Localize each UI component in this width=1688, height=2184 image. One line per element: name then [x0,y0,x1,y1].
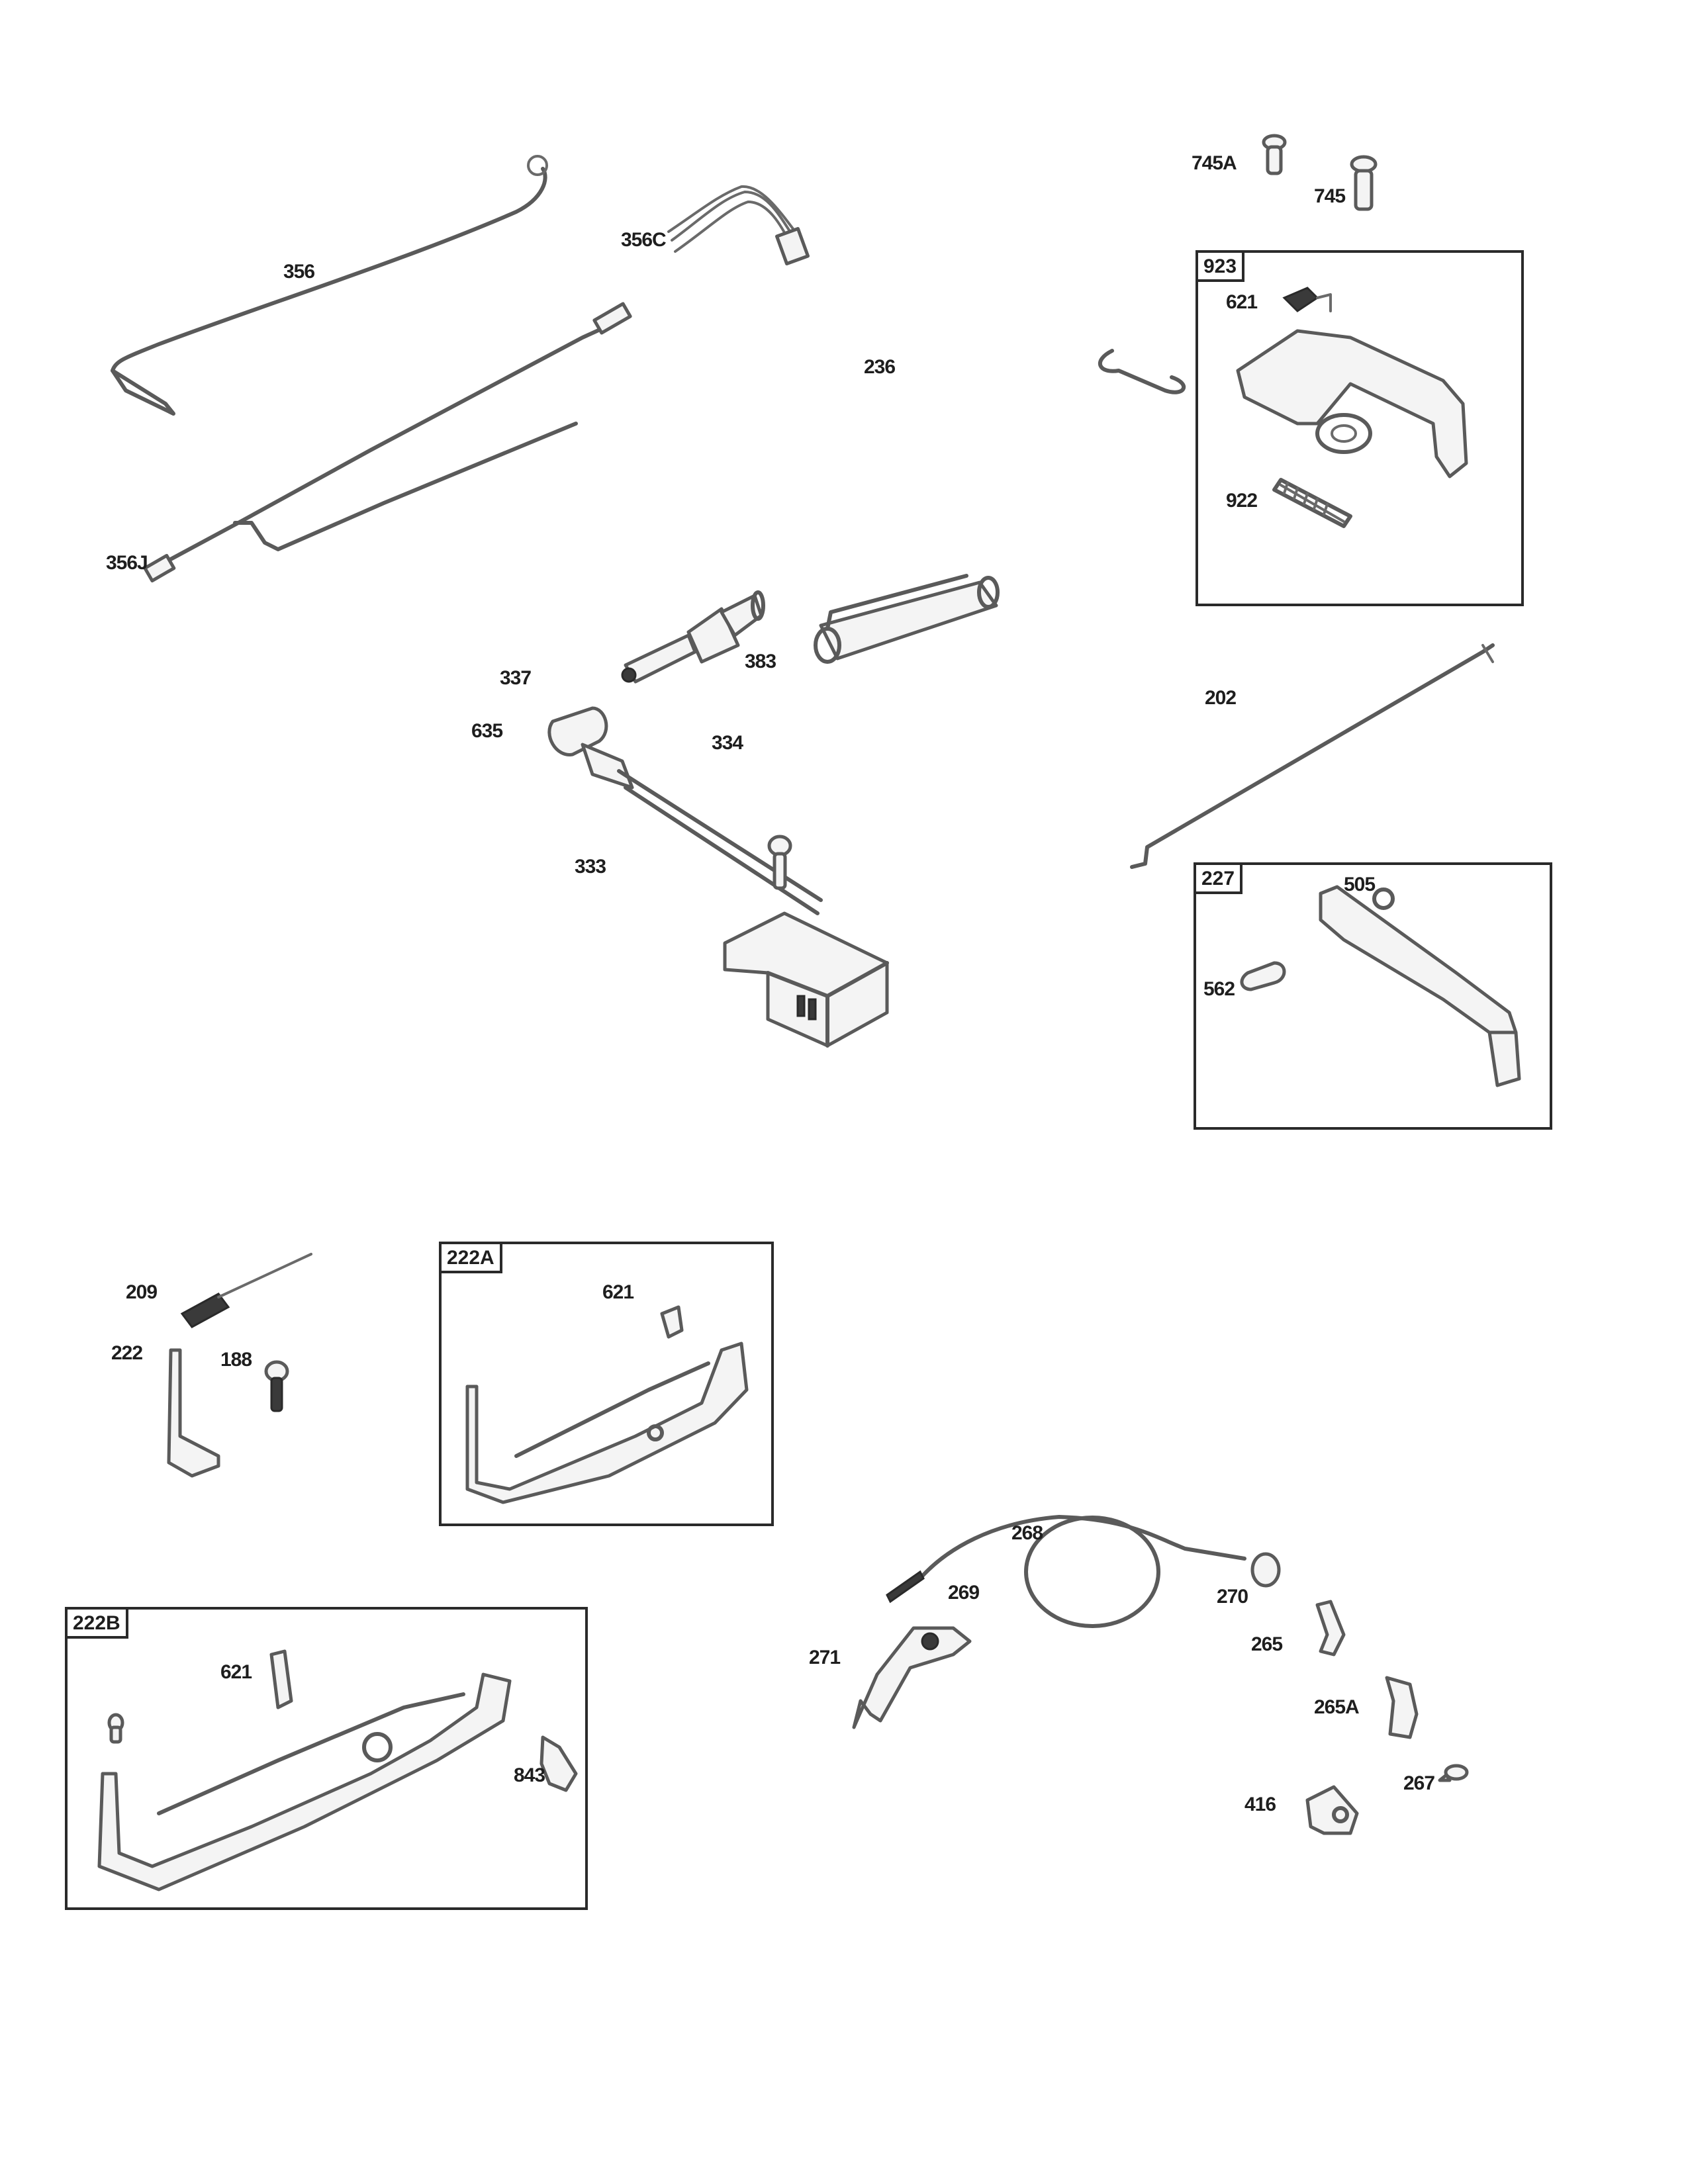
part-label-416: 416 [1244,1794,1276,1815]
group-box-222A: 222A [439,1242,774,1526]
group-label-222A: 222A [442,1244,502,1273]
part-label-222: 222 [111,1342,143,1364]
part-label-635: 635 [471,720,503,742]
part-265A-clip-drawing [1385,1676,1419,1739]
part-label-269: 269 [948,1582,980,1604]
part-222-bracket-drawing [167,1348,220,1478]
part-227-lever-drawing [1240,885,1521,1087]
part-271-lever-drawing [852,1626,972,1729]
part-label-265A: 265A [1314,1696,1360,1718]
part-label-265: 265 [1251,1633,1283,1655]
part-334-screw-drawing [767,835,792,890]
part-265-clip-drawing [1315,1600,1346,1657]
part-label-356C: 356C [621,229,667,251]
part-356-ground-wire-drawing [111,155,548,416]
group-box-227: 227 [1194,862,1552,1130]
part-337-spark-plug-drawing [621,590,765,684]
part-label-209: 209 [126,1281,158,1303]
group-923-part-label-621: 621 [1226,291,1258,313]
group-222B-part-label-621: 621 [220,1661,252,1683]
part-label-334: 334 [712,732,743,754]
part-label-267: 267 [1403,1772,1435,1794]
part-label-745: 745 [1314,185,1346,207]
part-922-spring-drawing [1272,478,1352,528]
part-label-202: 202 [1205,687,1237,709]
part-label-356J: 356J [106,552,148,574]
group-box-222B: 222B [65,1607,588,1910]
part-209-spring-drawing [180,1253,312,1328]
part-label-383: 383 [745,651,776,672]
part-label-188: 188 [220,1349,252,1371]
group-label-227: 227 [1196,865,1243,894]
part-label-333: 333 [575,856,606,878]
part-222B-bracket-drawing [97,1649,578,1891]
part-745-screw-drawing [1350,155,1378,211]
part-202-link-drawing [1130,643,1495,869]
group-label-923: 923 [1198,253,1245,282]
group-222B-part-label-843: 843 [514,1764,545,1786]
part-label-236: 236 [864,356,896,378]
part-label-337: 337 [500,667,532,689]
part-356J-wire-drawing [143,302,632,583]
part-383-wrench-drawing [814,574,1000,664]
part-923-bracket-drawing [1236,287,1468,478]
part-416-clamp-drawing [1305,1785,1359,1835]
group-227-part-label-505: 505 [1344,874,1376,895]
part-label-268: 268 [1011,1522,1043,1544]
part-188-screw-drawing [264,1360,289,1412]
part-356C-harness-drawing [667,185,810,265]
part-270-nut-drawing [1250,1552,1281,1588]
group-227-part-label-562: 562 [1203,978,1235,1000]
part-745A-screw-drawing [1262,134,1287,175]
part-label-271: 271 [809,1647,841,1668]
part-label-270: 270 [1217,1586,1248,1608]
part-label-356: 356 [283,261,315,283]
part-268-cable-drawing [886,1515,1246,1628]
part-267-screw-drawing [1438,1764,1469,1782]
part-label-745A: 745A [1192,152,1237,174]
group-923-part-label-922: 922 [1226,490,1258,512]
part-222A-bracket-drawing [465,1305,749,1504]
group-label-222B: 222B [68,1610,128,1639]
part-333-armature-drawing [617,769,889,1048]
part-635-boot-drawing [547,706,634,790]
part-236-link-drawing [1098,349,1186,394]
group-222A-part-label-621: 621 [602,1281,634,1303]
group-box-923: 923 [1196,250,1524,606]
